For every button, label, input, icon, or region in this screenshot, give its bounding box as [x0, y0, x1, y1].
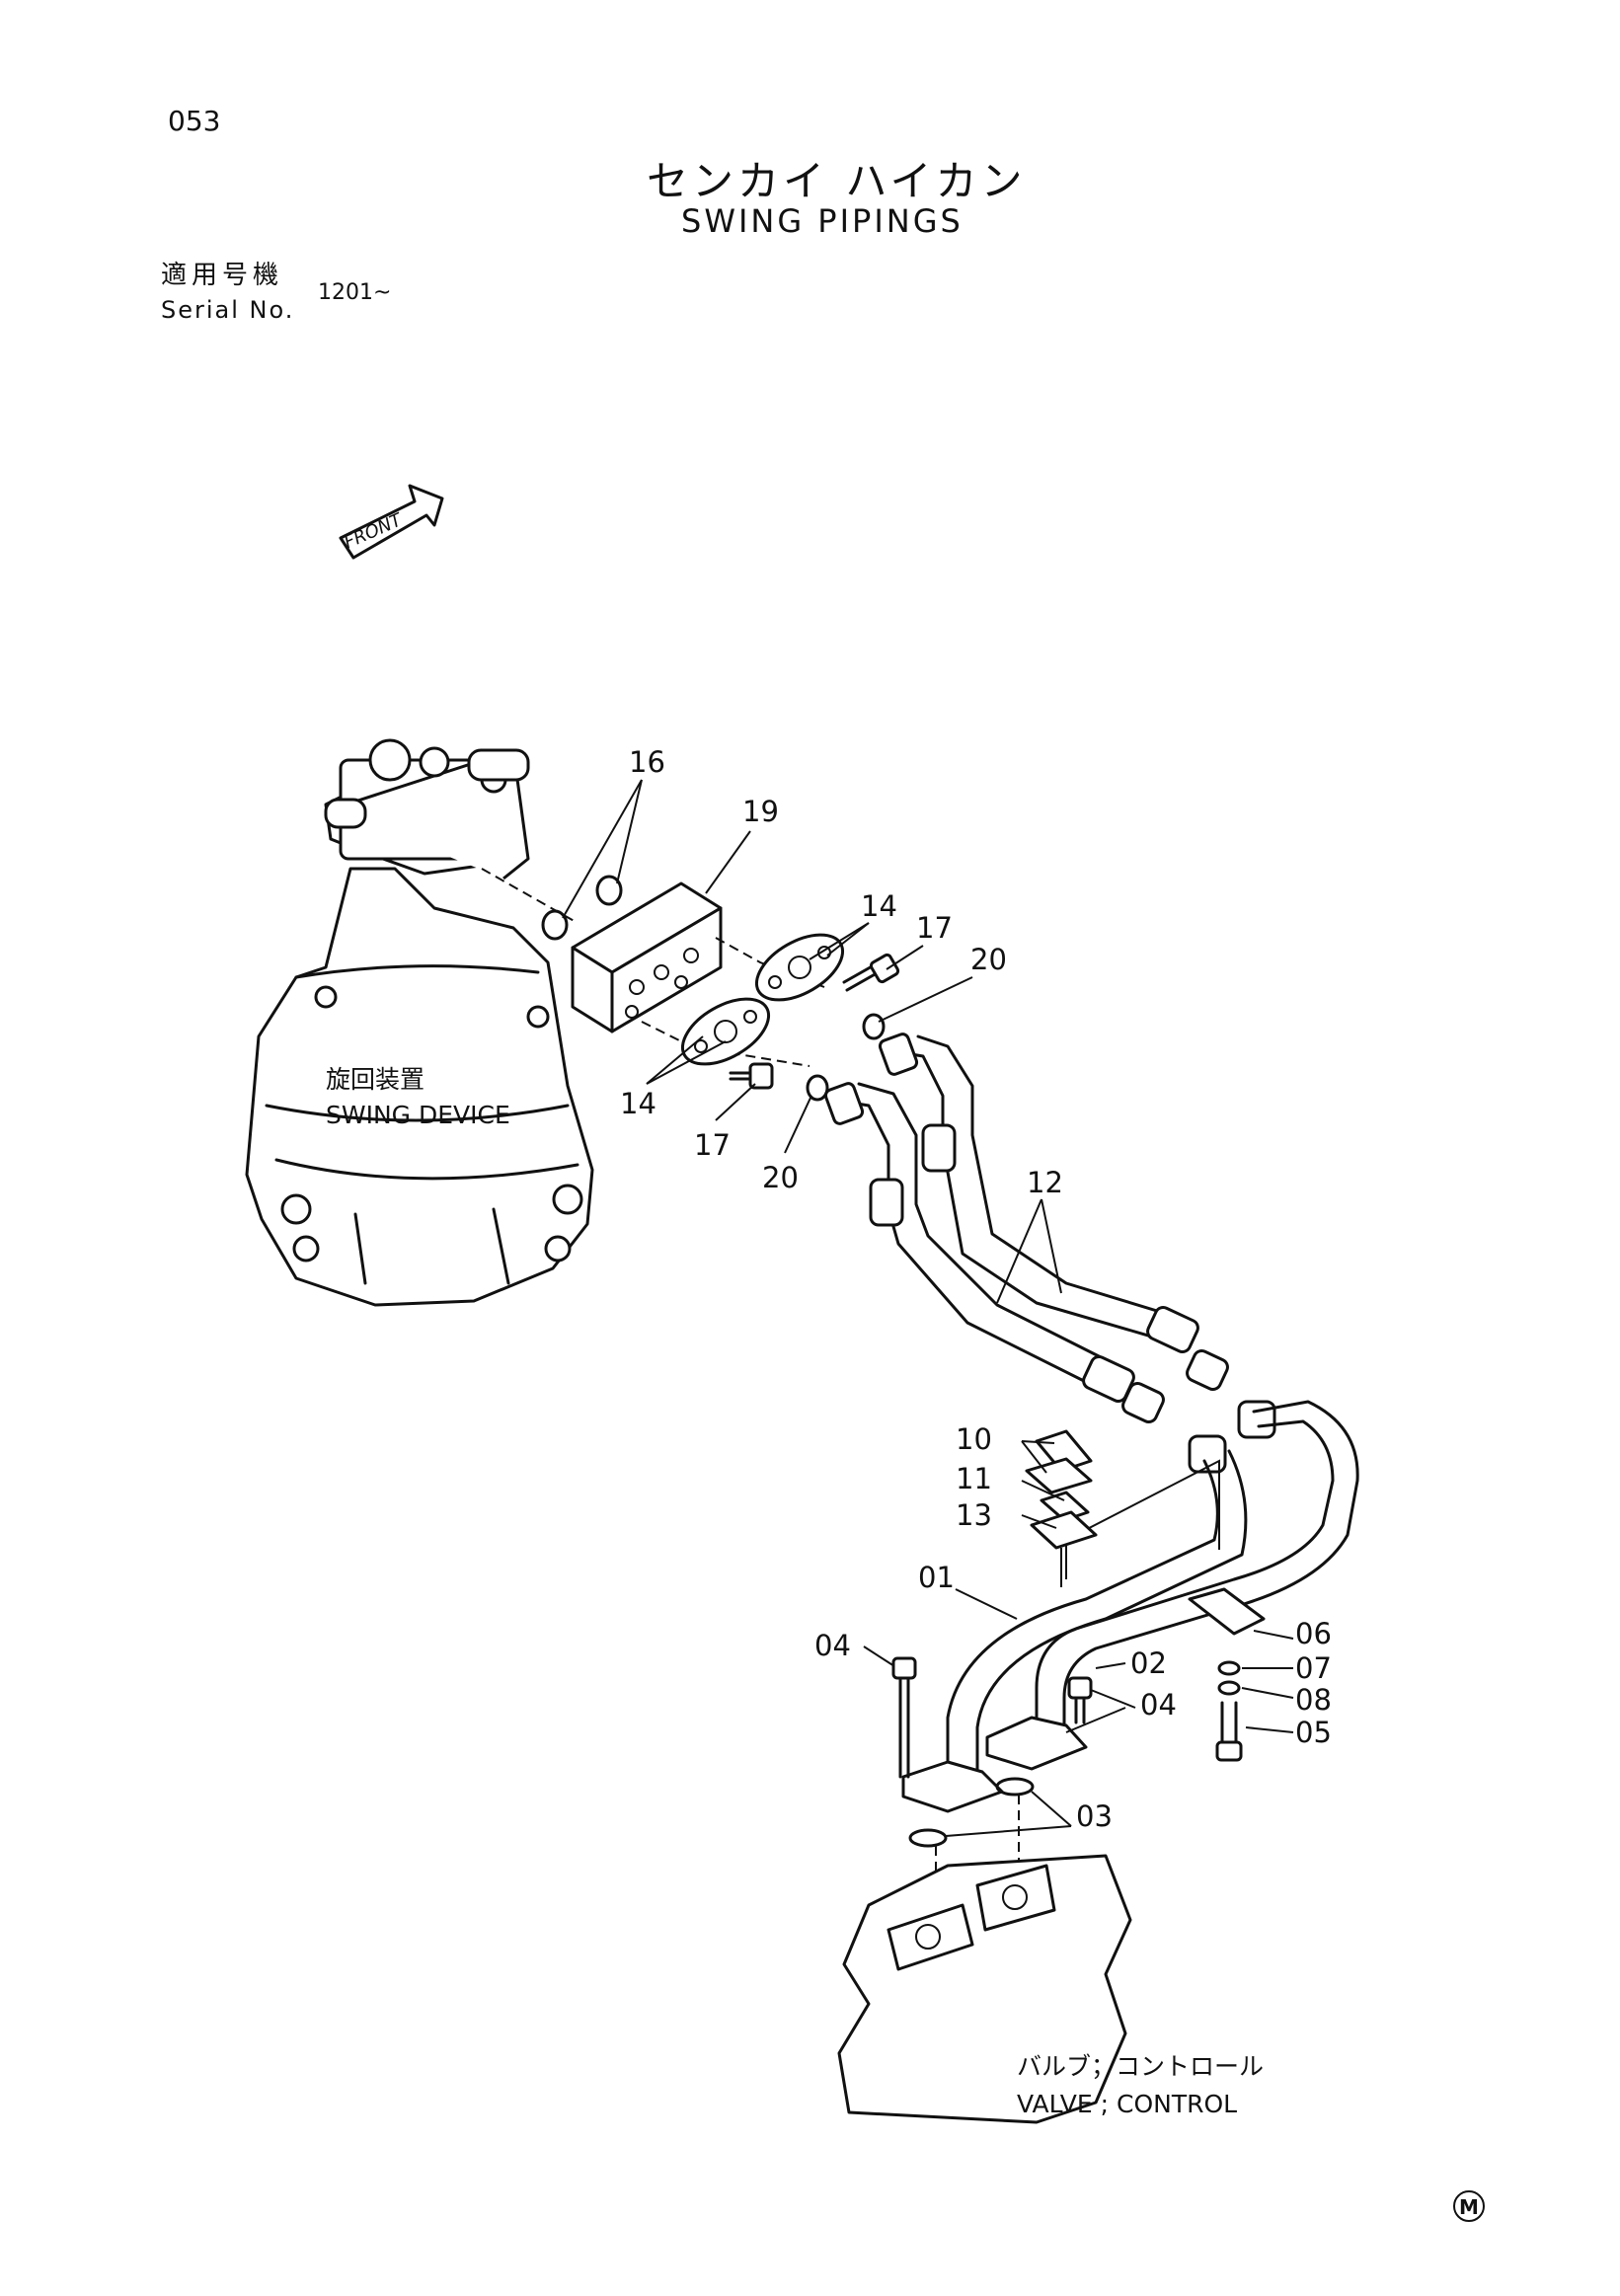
callout-04-right: 04 [1140, 1688, 1177, 1722]
bolt-05 [1215, 1701, 1243, 1762]
pipe-flange-01 [901, 1760, 1004, 1813]
serial-label-japanese: 適用号機 [161, 261, 284, 290]
washer-08 [1217, 1680, 1241, 1696]
callout-08: 08 [1295, 1683, 1332, 1717]
callout-20-upper: 20 [970, 943, 1007, 976]
bolt-04-left [891, 1656, 917, 1779]
o-ring-20b [806, 1074, 829, 1102]
callout-13: 13 [956, 1498, 992, 1532]
swing-device [245, 738, 594, 1307]
callout-17-upper: 17 [916, 911, 953, 945]
callout-07: 07 [1295, 1651, 1332, 1685]
callouts: 16 19 14 17 20 14 17 20 12 10 11 13 01 0… [620, 745, 1332, 1833]
callout-06: 06 [1295, 1617, 1332, 1650]
page-number: 053 [168, 105, 221, 137]
steel-pipe-02 [1035, 1400, 1359, 1729]
steel-pipe-01 [946, 1449, 1248, 1779]
callout-17-lower: 17 [694, 1128, 731, 1162]
bolt-04-right [1067, 1676, 1093, 1724]
page-title-japanese: センカイ ハイカン [647, 157, 1027, 205]
leader-lines [562, 779, 1294, 1837]
callout-20-lower: 20 [762, 1161, 799, 1194]
control-valve-label: VALVE ; CONTROL [1017, 2090, 1237, 2118]
o-ring-03b [995, 1777, 1035, 1797]
swing-device-label-japanese: 旋回装置 [326, 1065, 424, 1094]
flange-lower [680, 997, 771, 1066]
hose-assembly [823, 1033, 1276, 1474]
callout-10: 10 [956, 1422, 992, 1456]
o-ring-03a [908, 1828, 948, 1848]
o-ring-20a [862, 1013, 886, 1040]
o-ring-16a [541, 909, 569, 941]
page-title: SWING PIPINGS [681, 202, 964, 240]
callout-14-lower: 14 [620, 1087, 656, 1120]
callout-04-left: 04 [814, 1629, 851, 1662]
circled-m-mark: M [1453, 2190, 1485, 2222]
junction-block [571, 881, 723, 1033]
washer-07 [1217, 1660, 1241, 1676]
front-arrow-icon: FRONT [339, 484, 444, 560]
control-valve-label-japanese: バルブ；コントロール [1017, 2052, 1264, 2081]
bolt-17-upper [842, 953, 900, 992]
callout-02: 02 [1130, 1646, 1167, 1680]
swing-device-label: SWING DEVICE [326, 1101, 510, 1129]
callout-05: 05 [1295, 1716, 1332, 1749]
callout-03: 03 [1076, 1799, 1113, 1833]
flange-upper [754, 933, 845, 1002]
clamp-06 [1188, 1587, 1266, 1636]
serial-label: Serial No. [161, 296, 295, 324]
pipe-flange-02 [985, 1716, 1088, 1771]
bolt-17-lower [729, 1062, 774, 1090]
o-ring-16b [595, 875, 623, 906]
callout-16: 16 [629, 745, 665, 779]
mark-symbol: M [1459, 2195, 1479, 2219]
callout-01: 01 [918, 1561, 955, 1594]
callout-19: 19 [742, 795, 779, 828]
clamp-assembly [1025, 1429, 1098, 1587]
control-valve [837, 1854, 1132, 2124]
callout-11: 11 [956, 1462, 992, 1495]
serial-value: 1201~ [318, 280, 392, 305]
callout-12: 12 [1027, 1166, 1063, 1199]
callout-14-upper: 14 [861, 889, 897, 923]
